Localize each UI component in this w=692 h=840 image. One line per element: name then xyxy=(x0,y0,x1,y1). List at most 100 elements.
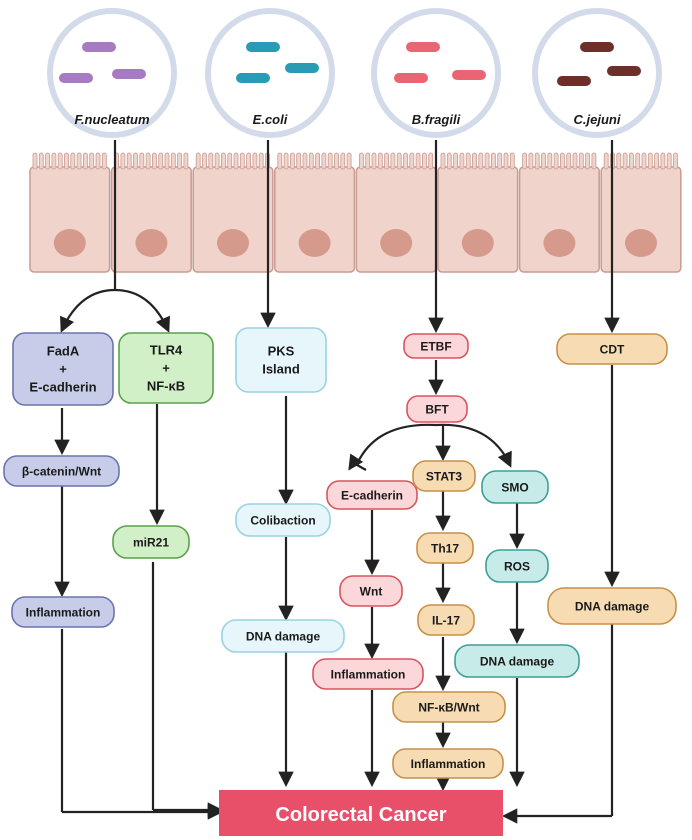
microvillus xyxy=(126,152,132,170)
microvillus xyxy=(528,152,534,170)
microvillus xyxy=(553,152,559,170)
box-label: E-cadherin xyxy=(29,380,96,395)
microvillus xyxy=(403,152,408,170)
microvillus xyxy=(365,152,371,170)
microvillus xyxy=(585,152,590,170)
microvillus xyxy=(308,152,314,170)
box-label: + xyxy=(162,361,170,376)
bfragili-mid-inflammation-box: Inflammation xyxy=(392,748,504,779)
rod-icon xyxy=(246,42,280,52)
microvillus xyxy=(321,152,327,170)
microvillus xyxy=(195,152,201,170)
microvillus xyxy=(673,152,678,170)
epithelial-cell xyxy=(437,166,519,273)
microvillus xyxy=(346,152,352,170)
rod-icon xyxy=(607,66,641,76)
box-label: DNA damage xyxy=(480,654,555,668)
microvillus xyxy=(534,152,540,170)
microvillus xyxy=(459,152,465,170)
microvillus xyxy=(478,152,484,170)
microvillus xyxy=(283,152,289,170)
bft-box: BFT xyxy=(406,395,468,423)
microvillus xyxy=(560,152,565,170)
microvillus xyxy=(440,152,446,170)
bfragili-ecadherin-box: E-cadherin xyxy=(326,480,418,510)
rod-icon xyxy=(557,76,591,86)
box-label: Colibaction xyxy=(250,513,315,527)
microvillus xyxy=(202,152,207,170)
microvillus xyxy=(522,152,527,170)
microvillus xyxy=(252,152,258,170)
epithelial-cell xyxy=(600,166,682,273)
microvillus xyxy=(32,152,38,170)
th17-box: Th17 xyxy=(416,532,474,564)
colibaction-box: Colibaction xyxy=(235,503,331,537)
colorectal-cancer-box: Colorectal Cancer xyxy=(219,790,503,836)
microvillus xyxy=(384,152,390,170)
microvillus xyxy=(145,152,151,170)
nfkb-wnt-box: NF-κB/Wnt xyxy=(392,691,506,723)
box-label: NF-κB/Wnt xyxy=(418,700,479,714)
box-label: PKS xyxy=(268,344,295,359)
microvillus xyxy=(302,152,308,170)
bacterium-ecoli: E.coli xyxy=(205,8,335,138)
box-label: IL-17 xyxy=(432,613,460,627)
microvillus xyxy=(246,152,252,170)
epithelial-cell xyxy=(274,166,356,273)
microvillus xyxy=(654,152,659,170)
inflammation-box: Inflammation xyxy=(11,596,115,628)
rod-icon xyxy=(112,69,146,79)
tlr4-nfkb-box: TLR4 + NF-κB xyxy=(118,332,214,404)
wnt-box: Wnt xyxy=(339,575,403,607)
microvillus xyxy=(566,152,572,170)
bacterium-fnucleatum: F.nucleatum xyxy=(47,8,177,138)
box-label: + xyxy=(59,362,67,377)
microvillus xyxy=(641,152,647,170)
beta-catenin-wnt-box: β-catenin/Wnt xyxy=(3,455,120,487)
box-label: Inflammation xyxy=(26,605,101,619)
microvillus xyxy=(239,152,245,170)
microvillus xyxy=(578,152,584,170)
microvillus xyxy=(340,152,346,170)
ecoli-dna-damage-box: DNA damage xyxy=(221,619,345,653)
microvillus xyxy=(101,152,107,170)
box-label: NF-κB xyxy=(147,379,185,394)
microvillus xyxy=(76,152,82,170)
microvillus xyxy=(45,152,50,170)
rod-icon xyxy=(285,63,319,73)
microvillus xyxy=(396,152,402,170)
microvillus xyxy=(622,152,628,170)
cjejuni-dna-damage-box: DNA damage xyxy=(547,587,677,625)
microvillus xyxy=(233,152,239,170)
microvillus xyxy=(183,152,189,170)
cell-nucleus xyxy=(543,229,576,257)
box-label: TLR4 xyxy=(150,343,183,358)
microvillus xyxy=(358,152,364,170)
microvillus xyxy=(446,152,452,170)
rod-icon xyxy=(406,42,440,52)
microvillus xyxy=(120,152,126,170)
microvillus xyxy=(327,152,333,170)
microvillus xyxy=(208,152,214,170)
cell-nucleus xyxy=(298,229,331,257)
box-label: miR21 xyxy=(133,535,169,549)
bfragili-dna-damage-box: DNA damage xyxy=(454,644,580,678)
box-label: ROS xyxy=(504,559,530,573)
il17-box: IL-17 xyxy=(417,604,475,636)
microvillus xyxy=(227,152,233,170)
box-label: SMO xyxy=(501,480,528,494)
rod-icon xyxy=(580,42,614,52)
microvillus xyxy=(371,152,377,170)
cdt-box: CDT xyxy=(556,333,668,365)
fada-ecadherin-box: FadA+E-cadherin xyxy=(12,332,114,406)
microvillus xyxy=(409,152,415,170)
epithelial-cell xyxy=(110,166,192,273)
microvillus xyxy=(635,152,641,170)
microvillus xyxy=(503,152,509,170)
box-label: DNA damage xyxy=(575,599,650,613)
microvillus xyxy=(89,152,95,170)
box-label: ETBF xyxy=(420,339,451,353)
rod-icon xyxy=(452,70,486,80)
microvillus xyxy=(484,152,490,170)
